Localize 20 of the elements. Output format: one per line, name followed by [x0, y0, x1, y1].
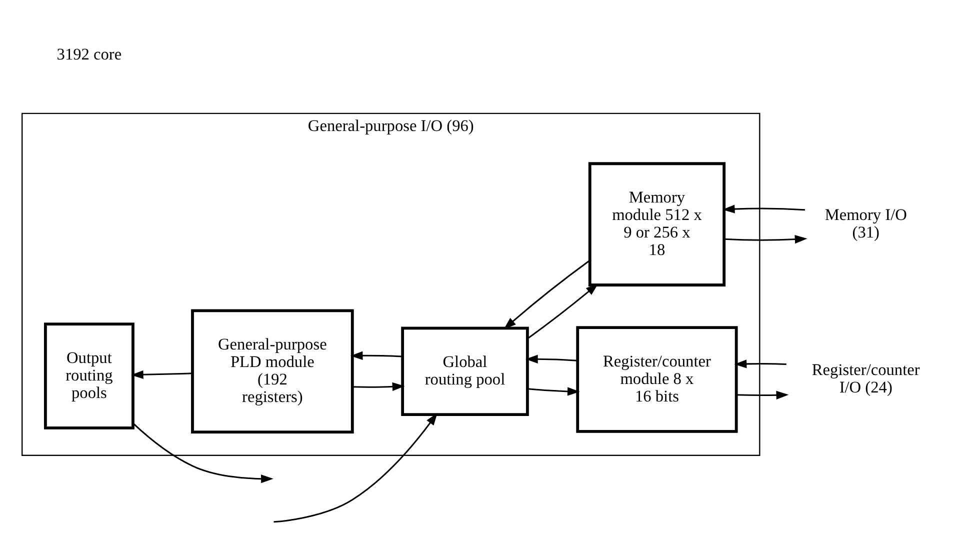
- node-box: Memory module 512 x 9 or 256 x 18: [588, 162, 726, 286]
- node-text: Memory I/O (31): [824, 204, 907, 241]
- arrow: [350, 350, 402, 360]
- arrow: [736, 390, 789, 399]
- label: 3192 core: [56, 44, 122, 63]
- node-box: General-purpose PLD module (192 registers): [191, 308, 354, 433]
- arrow: [274, 412, 438, 522]
- arrow: [528, 386, 580, 396]
- arrow: [352, 382, 405, 391]
- node-box: Global routing pool: [401, 326, 529, 416]
- arrow: [132, 422, 274, 483]
- arrow: [504, 259, 590, 329]
- arrow: [734, 359, 786, 368]
- node-box: Output routing pools: [44, 322, 134, 429]
- node-box: Register/counter module 8 x 16 bits: [576, 326, 738, 432]
- arrow: [722, 204, 805, 213]
- node-text: Register/counter I/O (24): [812, 360, 920, 396]
- arrow: [525, 354, 578, 363]
- arrow: [724, 234, 808, 244]
- arrow: [130, 370, 192, 378]
